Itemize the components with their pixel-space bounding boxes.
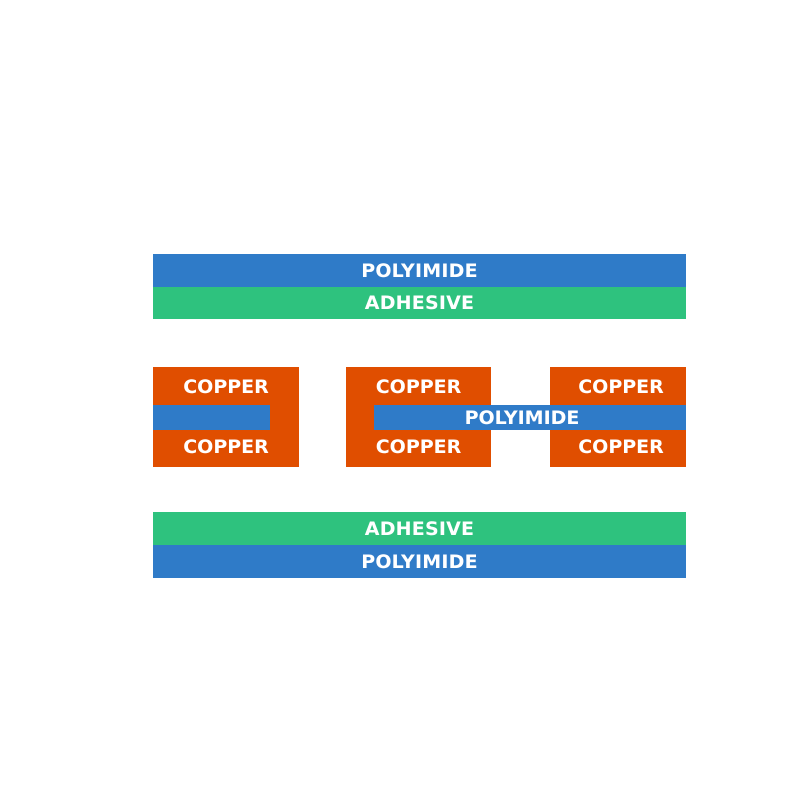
top-polyimide-layer: POLYIMIDE xyxy=(153,254,686,287)
center-polyimide-label: POLYIMIDE xyxy=(464,406,580,429)
center-polyimide-core xyxy=(374,405,686,430)
middle-bottom-copper-label: COPPER xyxy=(375,436,462,458)
bottom-polyimide-label: POLYIMIDE xyxy=(361,550,478,573)
left-bottom-copper-label: COPPER xyxy=(183,436,269,458)
bottom-polyimide-layer: POLYIMIDE xyxy=(153,545,686,578)
top-polyimide-label: POLYIMIDE xyxy=(361,259,478,282)
top-adhesive-label: ADHESIVE xyxy=(364,292,475,314)
left-polyimide-core xyxy=(153,405,270,430)
right-top-copper-label: COPPER xyxy=(578,376,664,398)
bottom-adhesive-label: ADHESIVE xyxy=(364,517,475,540)
bottom-adhesive-layer: ADHESIVE xyxy=(153,512,686,545)
middle-top-copper-label: COPPER xyxy=(375,376,462,398)
left-top-copper-label: COPPER xyxy=(183,376,269,398)
right-bottom-copper-label: COPPER xyxy=(578,436,664,458)
top-adhesive-layer: ADHESIVE xyxy=(153,287,686,319)
